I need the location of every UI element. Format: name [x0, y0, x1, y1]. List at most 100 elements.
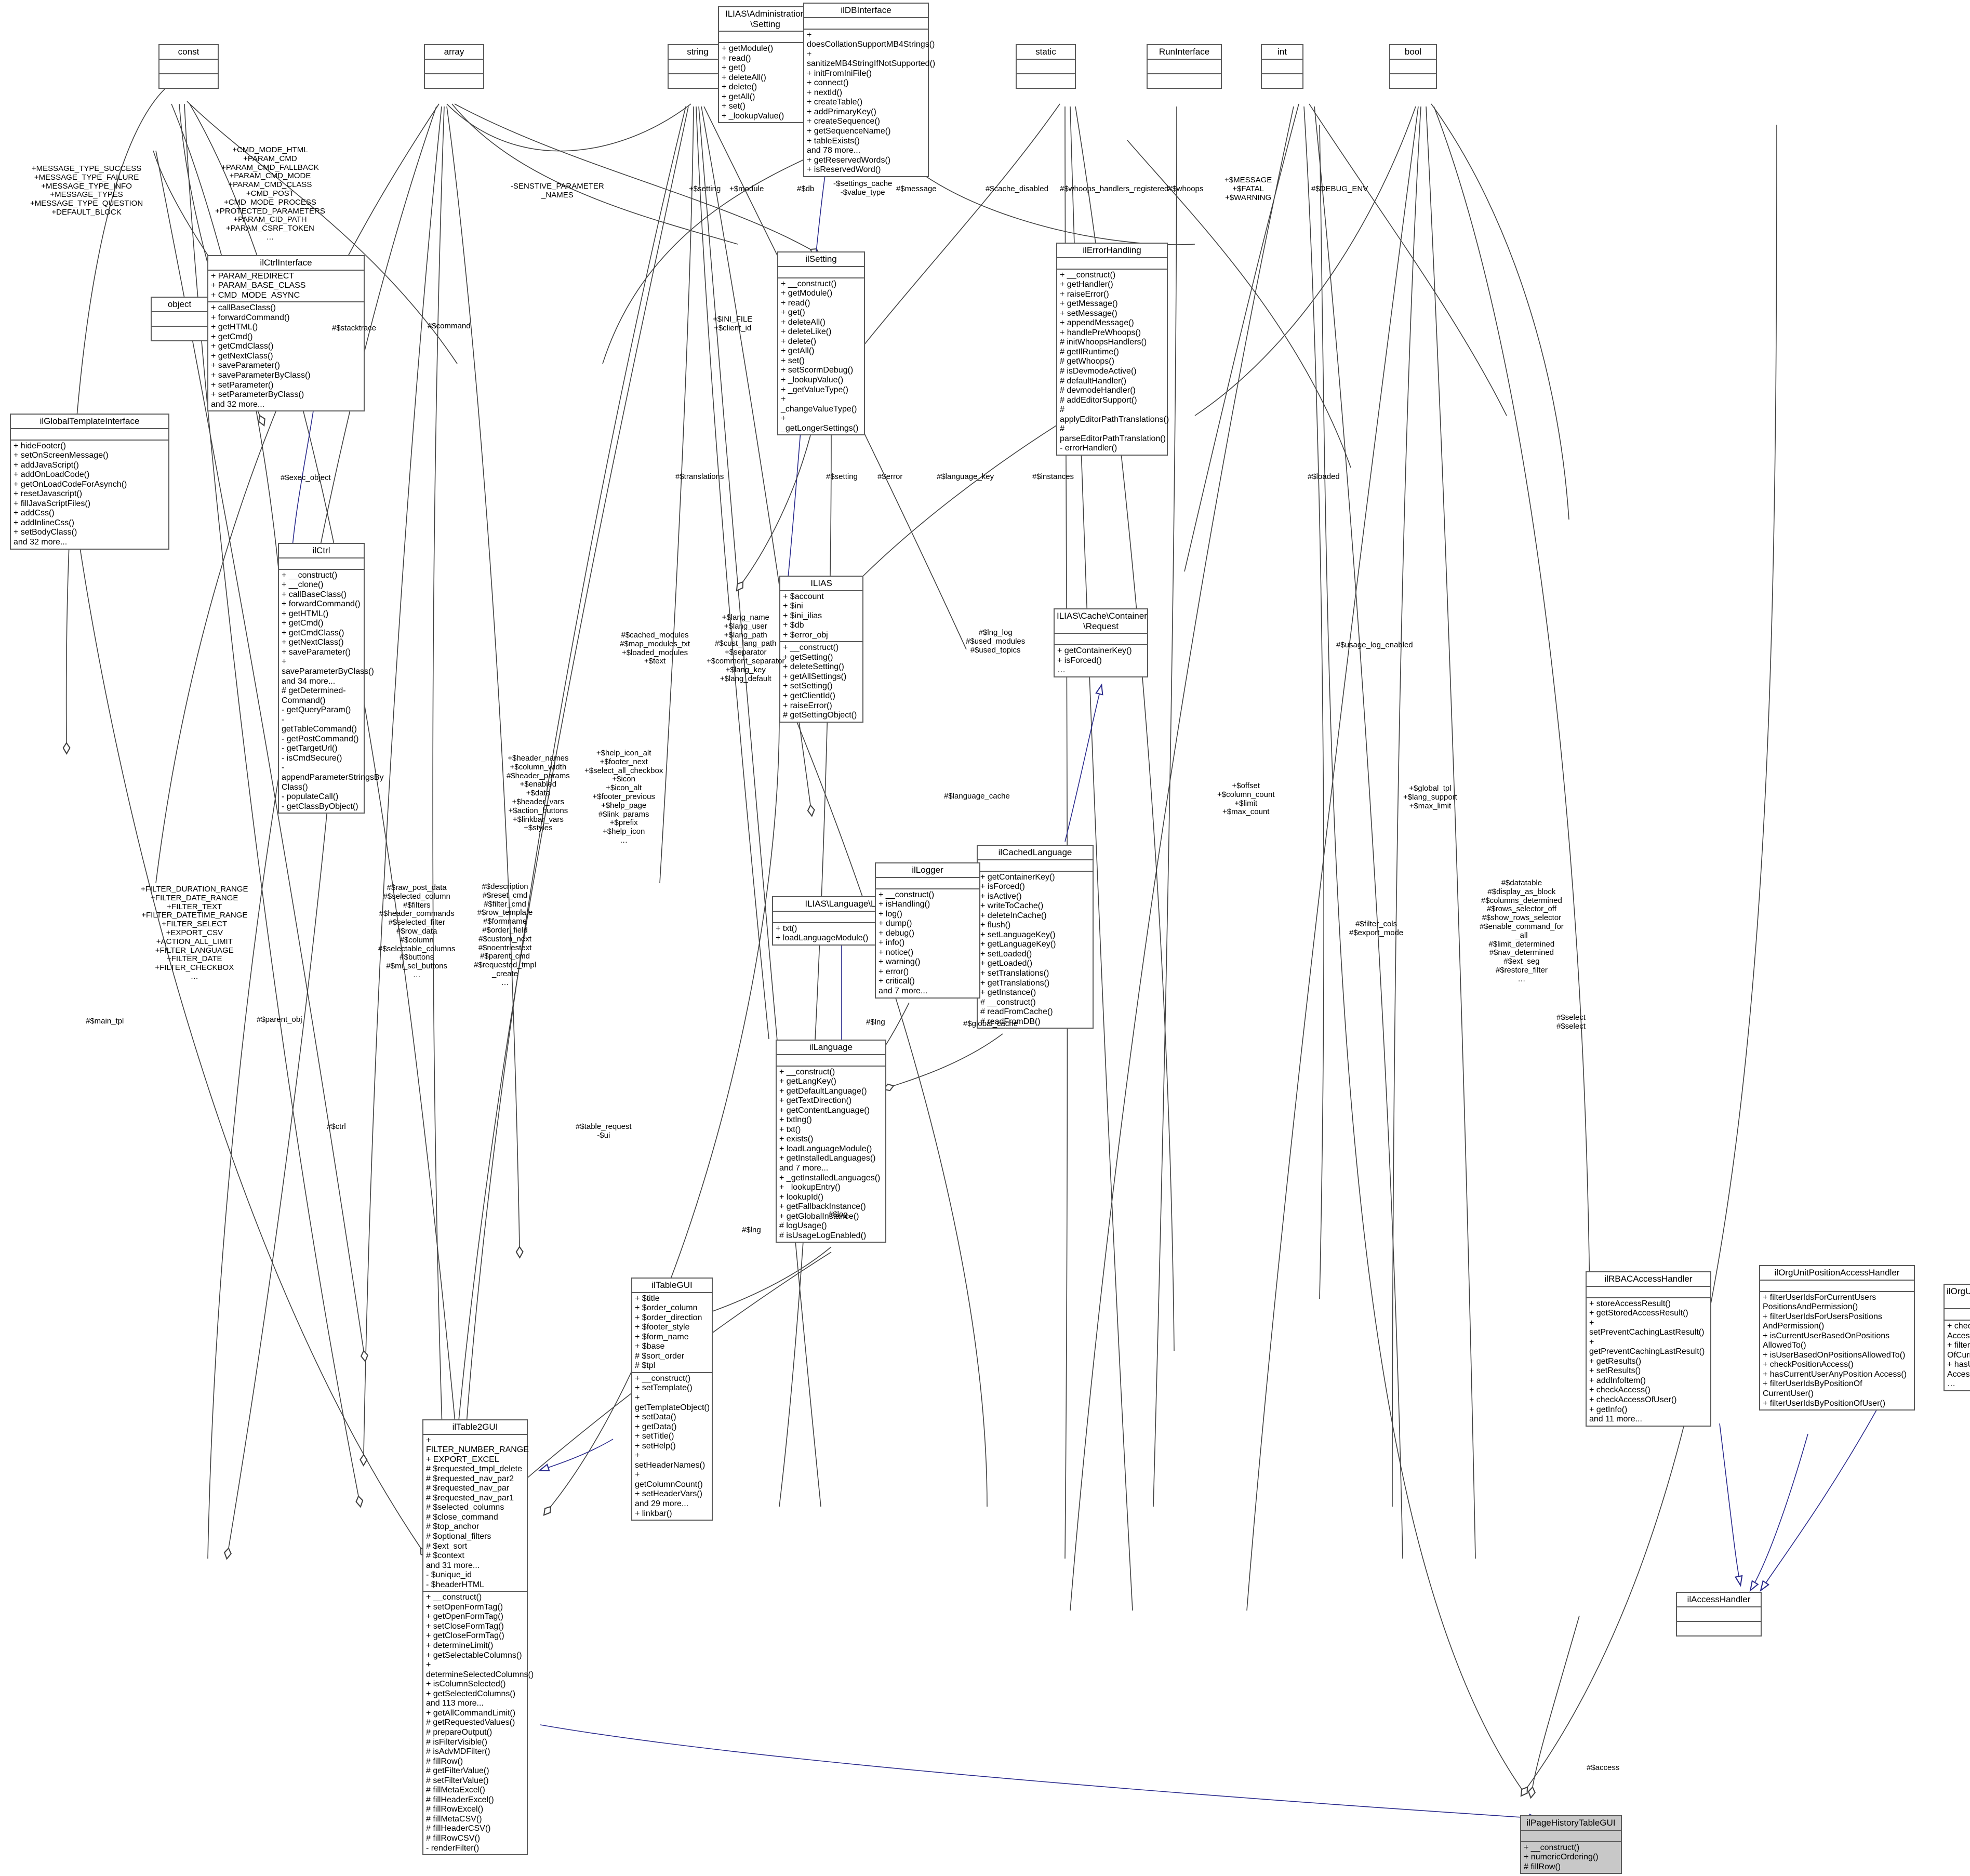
edge-label-lbl-message: #$message — [896, 184, 937, 193]
class-box-ilorgunitpositionaccesshandler[interactable]: ilOrgUnitPositionAccessHandler + filterUs… — [1759, 1265, 1915, 1411]
operation-item: + __construct() — [781, 279, 837, 288]
attribute-item: + $order_column — [635, 1303, 698, 1313]
edge-label-lbl-module: +$module — [729, 184, 764, 193]
edge-label-lbl-exec-object: #$exec_object — [281, 473, 331, 482]
attribute-item: + $form_name — [635, 1332, 689, 1341]
operation-item: + saveParameterByClass() — [211, 371, 311, 380]
class-box-bool[interactable]: bool — [1389, 44, 1437, 89]
class-operations: + doesCollationSupportMB4Strings()+ sani… — [804, 30, 935, 176]
class-box-ilaccesshandler[interactable]: ilAccessHandler — [1676, 1592, 1762, 1636]
class-attributes — [279, 558, 364, 570]
class-box-int[interactable]: int — [1261, 44, 1303, 89]
class-box-iltable2gui[interactable]: ilTable2GUI+ FILTER_NUMBER_RANGE+ EXPORT… — [422, 1419, 534, 1856]
attribute-item: # $requested_nav_par — [426, 1484, 510, 1493]
class-attributes — [425, 60, 483, 74]
class-box-const[interactable]: const — [158, 44, 219, 89]
operation-item: and 113 more... — [426, 1699, 484, 1708]
operation-item: - appendParameterStringsBy Class() — [282, 763, 384, 792]
operation-item: + getInfo() — [1589, 1405, 1628, 1414]
class-name: object — [152, 298, 207, 312]
operation-item: + deleteLike() — [781, 327, 832, 337]
class-attributes: + $title+ $order_column+ $order_directio… — [632, 1293, 712, 1373]
operation-item: # prepareOutput() — [426, 1727, 492, 1737]
class-name: ilTableGUI — [632, 1279, 712, 1293]
attribute-item: # $requested_tmpl_delete — [426, 1465, 523, 1474]
operation-item: # fillHeaderExcel() — [426, 1795, 494, 1804]
class-box-ilrbacaccesshandler[interactable]: ilRBACAccessHandler + storeAccessResult()… — [1586, 1271, 1711, 1427]
operation-item: + setResults() — [1589, 1366, 1641, 1376]
operation-item: + deleteSetting() — [783, 662, 844, 672]
edge-label-lbl-lng-log: #$lng_log #$used_modules #$used_topics — [966, 628, 1026, 655]
class-attributes — [1760, 1281, 1914, 1292]
operation-item: + filterUserIdsByPositionOf CurrentUser(… — [1763, 1379, 1862, 1399]
class-name: ilRBACAccessHandler — [1587, 1272, 1710, 1287]
operation-item: + initFromIniFile() — [807, 69, 872, 78]
operation-item: + setLanguageKey() — [980, 930, 1056, 939]
class-name: ilGlobalTemplateInterface — [11, 415, 168, 429]
class-box-static[interactable]: static — [1016, 44, 1076, 89]
edge-label-lbl-message-types: +MESSAGE_TYPE_SUCCESS +MESSAGE_TYPE_FAIL… — [30, 164, 143, 217]
operation-item: + deleteAll() — [722, 73, 766, 82]
class-box-illanguage[interactable]: ilLanguage+ __construct()+ getLangKey()+… — [776, 1040, 886, 1243]
class-box-ilorgunitpositionandrbacaccesshandler[interactable]: ilOrgUnitPositionAndRBACAccess Handler + … — [1944, 1284, 1970, 1391]
class-operations — [159, 74, 218, 88]
edge-label-lbl-loaded: #$loaded — [1308, 472, 1340, 481]
operation-item: # defaultHandler() — [1060, 376, 1127, 385]
class-box-ildbinterface[interactable]: ilDBInterface+ doesCollationSupportMB4St… — [803, 3, 935, 177]
operation-item: + isCurrentUserBasedOnPositions AllowedT… — [1763, 1331, 1890, 1350]
operation-item: - renderFilter() — [426, 1843, 480, 1853]
class-box-ilias_admin_setting[interactable]: ILIAS\Administration \Setting+ getModule… — [718, 6, 813, 124]
edge-label-lbl-error: #$error — [877, 472, 903, 481]
class-box-runinterface[interactable]: RunInterface — [1147, 44, 1222, 89]
edge-label-lbl-lng: #$lng — [866, 1018, 885, 1027]
class-box-object[interactable]: object — [151, 297, 208, 341]
class-name: static — [1017, 45, 1075, 60]
class-box-ilctrlinterface[interactable]: ilCtrlInterface+ PARAM_REDIRECT+ PARAM_B… — [207, 255, 365, 412]
attribute-item: + FILTER_NUMBER_RANGE — [426, 1435, 529, 1455]
class-name: ilPageHistoryTableGUI — [1521, 1816, 1621, 1831]
class-box-ilcachedlanguage[interactable]: ilCachedLanguage+ getContainerKey()+ isF… — [977, 845, 1094, 1029]
edge-label-lbl-ini-file: +$INI_FILE +$client_id — [713, 315, 753, 332]
class-operations: + getContainerKey()+ isForced()… — [1055, 645, 1147, 676]
operation-item: + setCloseFormTag() — [426, 1621, 504, 1631]
class-box-ilctrl[interactable]: ilCtrl+ __construct()+ __clone()+ callBa… — [278, 543, 384, 814]
class-operations — [152, 327, 207, 340]
operation-item: + getCmdClass() — [211, 342, 274, 351]
class-operations: + __construct()+ getModule()+ read()+ ge… — [778, 278, 864, 435]
class-box-illogger[interactable]: ilLogger+ __construct()+ isHandling()+ l… — [875, 862, 980, 999]
operation-item: - isCmdSecure() — [282, 753, 342, 763]
class-box-ilias[interactable]: ILIAS+ $account+ $ini+ $ini_ilias+ $db+ … — [779, 576, 863, 723]
operation-item: + getContainerKey() — [980, 872, 1055, 882]
class-box-string[interactable]: string — [668, 44, 728, 89]
class-box-array[interactable]: array — [424, 44, 484, 89]
operation-item: + txt() — [779, 1125, 801, 1134]
class-box-ilpagehistorytablegui[interactable]: ilPageHistoryTableGUI+ __construct()+ nu… — [1520, 1815, 1622, 1874]
operation-item: + getTemplateObject() — [635, 1393, 710, 1412]
class-box-ilglobaltemplateinterface[interactable]: ilGlobalTemplateInterface+ hideFooter()+… — [10, 414, 169, 550]
operation-item: + isActive() — [980, 892, 1022, 901]
class-name: ilOrgUnitPositionAndRBACAccess Handler — [1945, 1285, 1970, 1310]
operation-item: + delete() — [781, 337, 817, 346]
class-attributes — [777, 1055, 885, 1067]
class-box-ilias_cache_container_request[interactable]: ILIAS\Cache\Container \Request+ getConta… — [1054, 608, 1148, 677]
edge-label-lbl-translations: #$translations — [675, 472, 724, 481]
class-box-iltablegui[interactable]: ilTableGUI+ $title+ $order_column+ $orde… — [631, 1278, 713, 1521]
class-name: ilTable2GUI — [423, 1420, 527, 1435]
operation-item: + storeAccessResult() — [1589, 1299, 1671, 1308]
operation-item: + getColumnCount() — [635, 1470, 703, 1489]
operation-item: + forwardCommand() — [282, 600, 361, 609]
attribute-item: # $requested_nav_par2 — [426, 1474, 514, 1483]
class-name: ilOrgUnitPositionAccessHandler — [1760, 1266, 1914, 1281]
operation-item: + loadLanguageModule() — [776, 934, 869, 943]
class-box-ilsetting[interactable]: ilSetting+ __construct()+ getModule()+ r… — [777, 251, 865, 436]
operation-item: + __construct() — [878, 890, 935, 899]
operation-item: + getSelectedColumns() — [426, 1689, 516, 1698]
operation-item: + linkbar() — [635, 1509, 672, 1518]
class-box-ilerrorhandling[interactable]: ilErrorHandling+ __construct()+ getHandl… — [1056, 243, 1169, 456]
operation-item: + setData() — [635, 1413, 676, 1422]
class-name: ILIAS — [780, 577, 862, 591]
operation-item: + warning() — [878, 957, 921, 967]
operation-item: + checkRbacOrPositionPermission Access() — [1947, 1322, 1970, 1340]
operation-item: + isUserBasedOnPositionsAllowedTo() — [1763, 1350, 1906, 1360]
edge-label-lbl-sensitive-parameter-names: -SENSTIVE_PARAMETER _NAMES — [511, 182, 604, 199]
